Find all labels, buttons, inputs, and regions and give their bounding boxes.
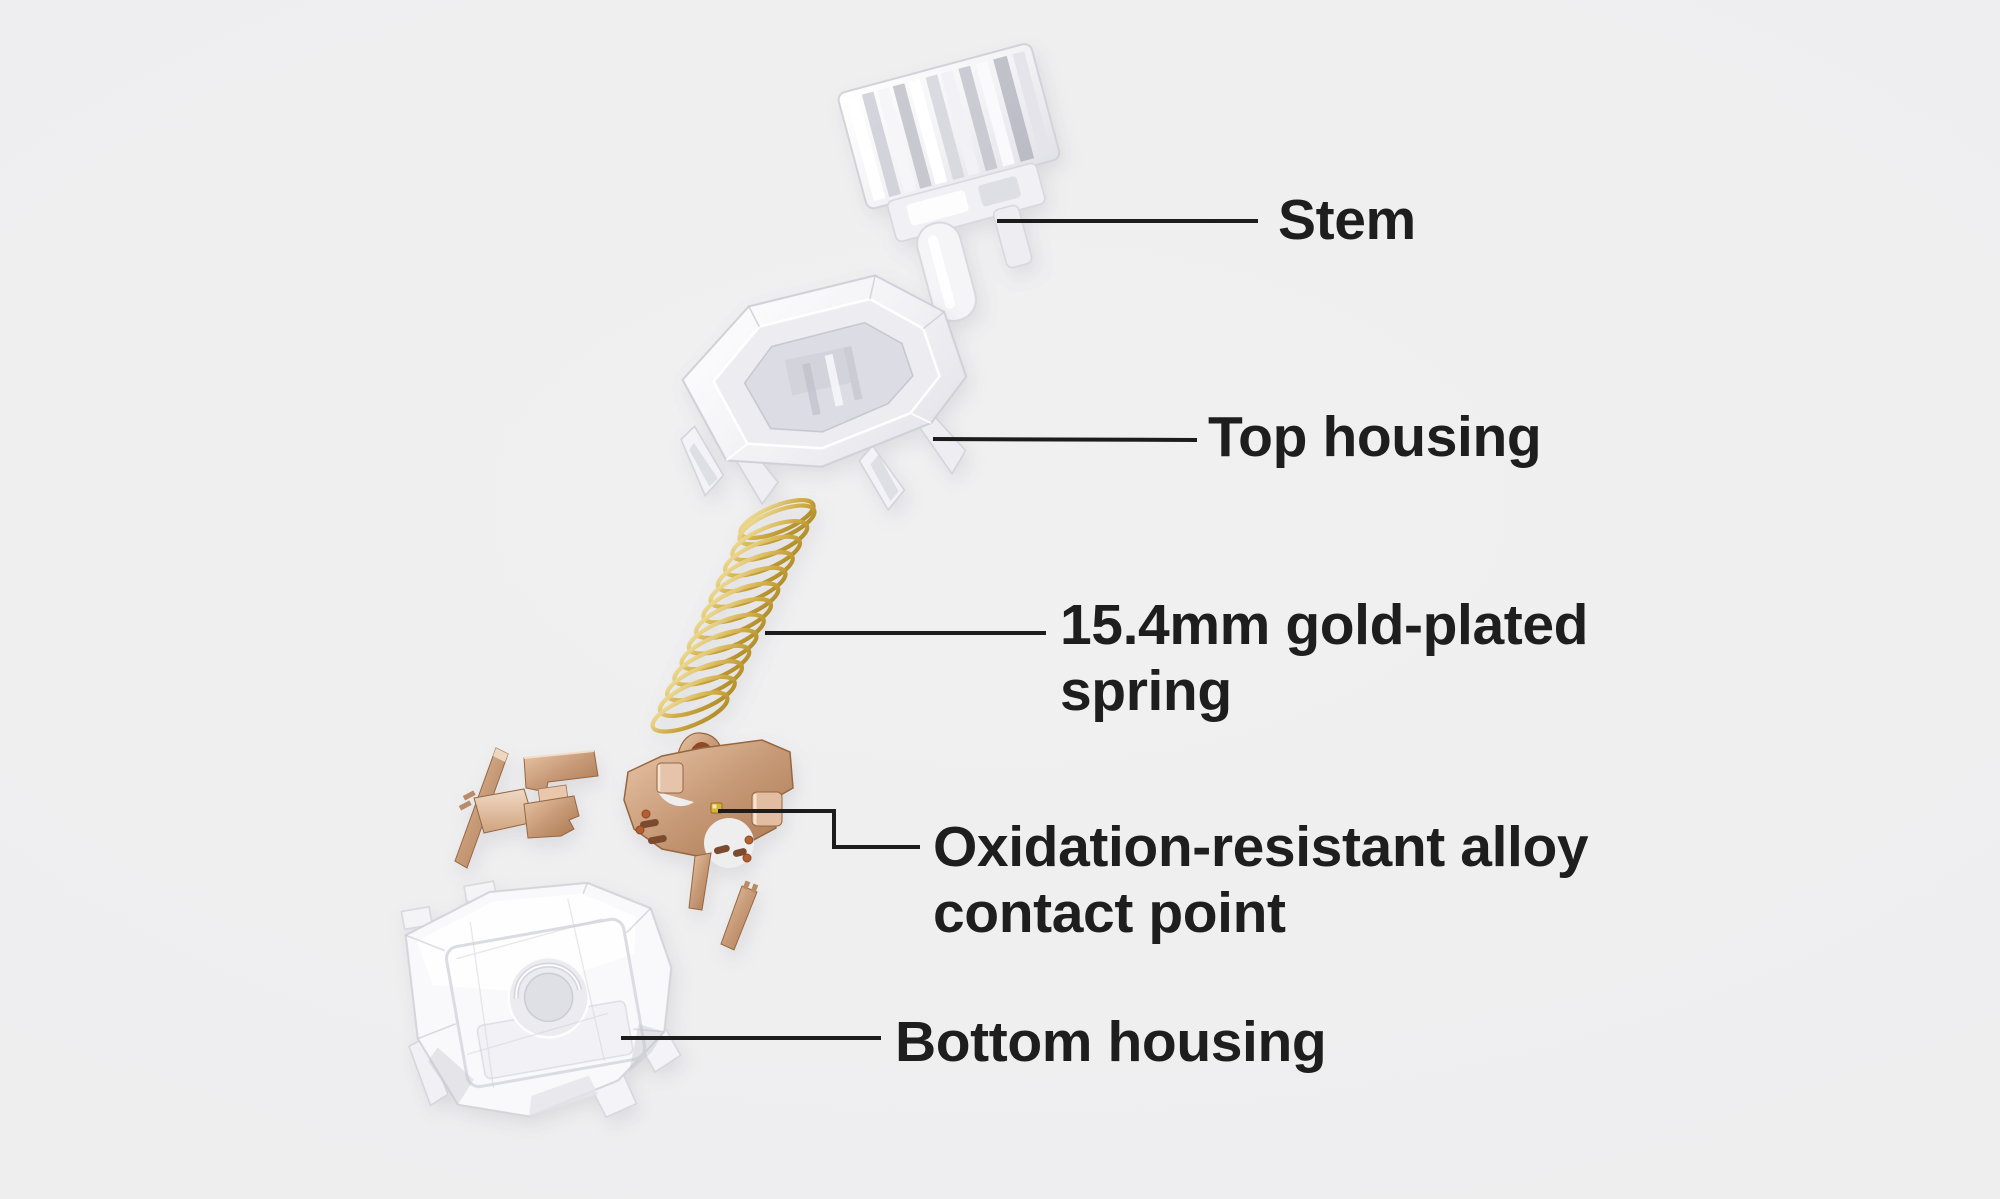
bottom-housing-label: Bottom housing — [895, 1010, 1327, 1074]
top-housing-leader-line — [932, 437, 1198, 442]
contact-point-label: Oxidation-resistant alloy contact point — [933, 815, 1589, 945]
contact-leader-line — [718, 809, 920, 849]
spring-label: 15.4mm gold-plated spring — [1060, 593, 1589, 723]
stem-part — [837, 43, 1061, 323]
bottom-housing-part — [400, 880, 682, 1119]
contact-left-leaf — [454, 747, 599, 869]
contact-leaves-part — [454, 732, 794, 951]
top-housing-label: Top housing — [1208, 405, 1542, 469]
spring-part — [650, 497, 817, 734]
contact-right-leaf — [623, 732, 794, 911]
stem-label: Stem — [1278, 188, 1416, 252]
top-housing-part — [680, 274, 968, 512]
contact-small-pin — [720, 880, 759, 951]
